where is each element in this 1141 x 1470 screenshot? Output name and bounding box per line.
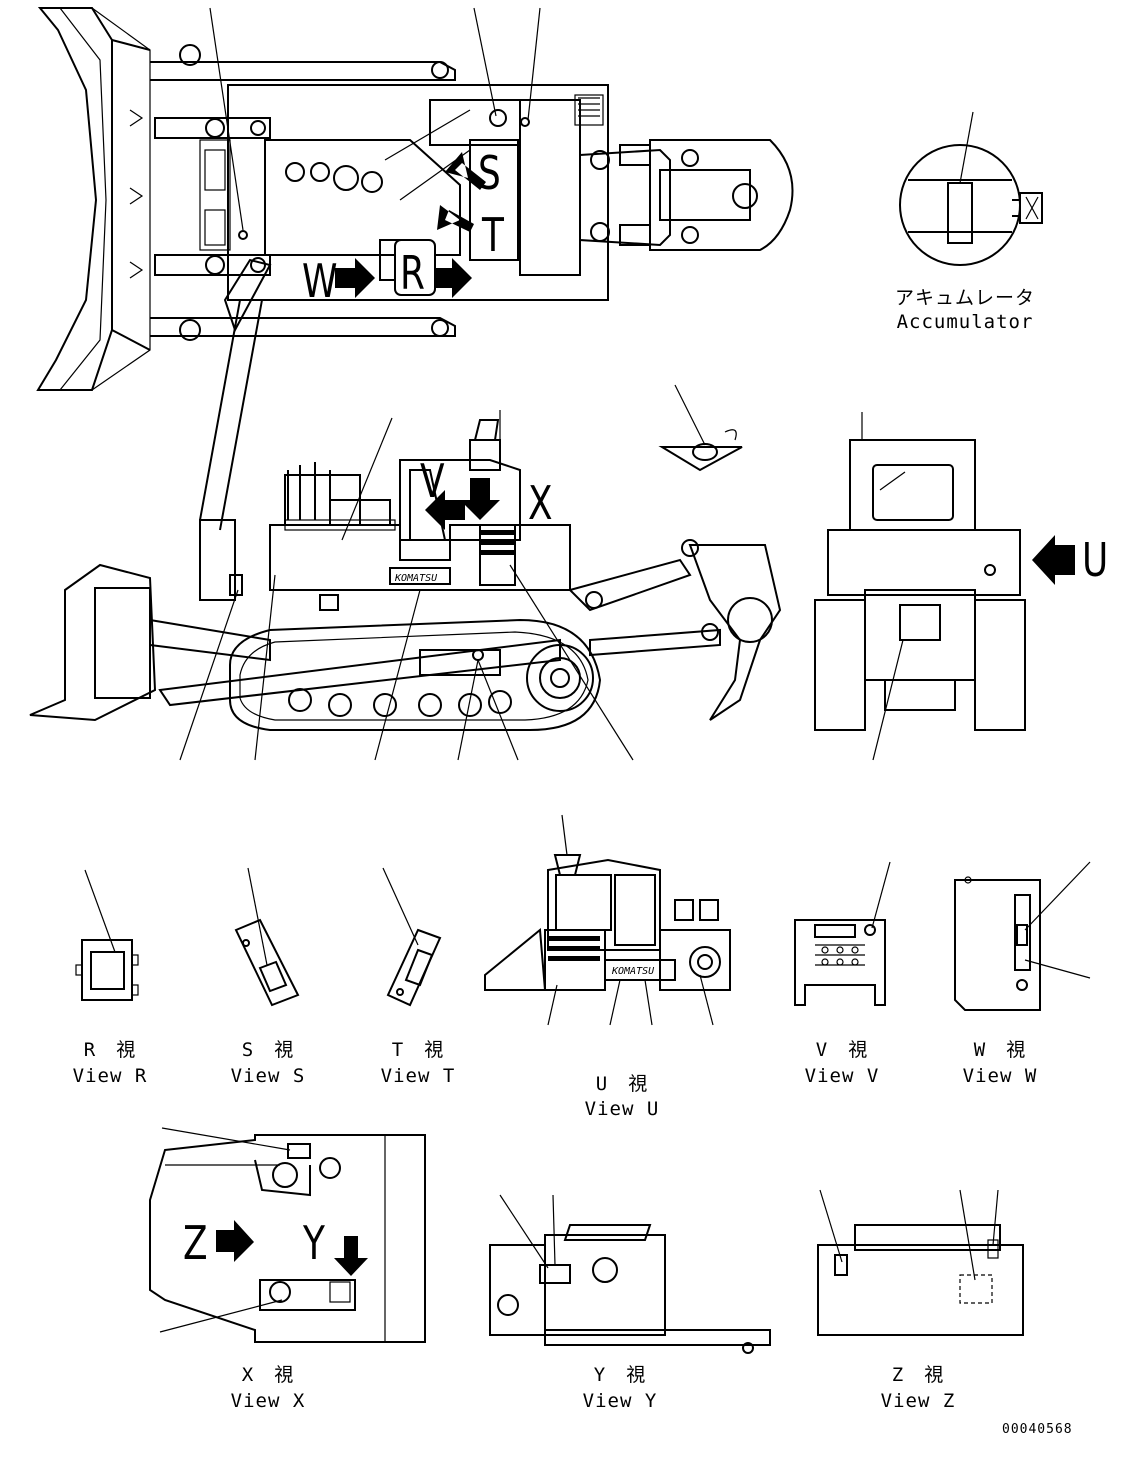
view-y-caption-jp: Y 視 (593, 1364, 647, 1386)
view-s-caption-en: View S (230, 1065, 306, 1087)
view-x-caption-jp: X 視 (241, 1364, 295, 1386)
view-letter-v: V (420, 454, 445, 508)
side-view-dozer: KOMATSU (29, 258, 1075, 761)
view-z-caption-en: View Z (880, 1390, 956, 1412)
view-s-caption-jp: S 視 (241, 1039, 295, 1061)
view-t-detail (382, 867, 442, 1007)
accumulator-detail (899, 111, 1043, 266)
accumulator-label-en: Accumulator (896, 311, 1034, 333)
view-letter-t: T (482, 208, 504, 262)
view-letter-u: U (1082, 533, 1109, 587)
view-letter-y: Y (303, 1216, 325, 1270)
view-letter-z: Z (183, 1216, 208, 1270)
view-w-detail (954, 861, 1091, 1011)
view-u-caption-en: View U (584, 1098, 660, 1120)
view-z-detail (817, 1189, 1024, 1336)
view-y-caption-en: View Y (582, 1390, 658, 1412)
view-r-detail (75, 869, 139, 1001)
brand-plate-text-u: KOMATSU (611, 966, 655, 977)
view-t-caption-jp: T 視 (391, 1039, 445, 1061)
top-view-dozer (36, 7, 794, 391)
view-v-caption-en: View V (804, 1065, 880, 1087)
view-letter-x: X (528, 476, 553, 530)
view-letter-s: S (478, 146, 501, 200)
view-z-caption-jp: Z 視 (891, 1364, 945, 1386)
drawing-number: 00040568 (1002, 1422, 1073, 1437)
view-r-caption-en: View R (72, 1065, 148, 1087)
view-w-caption-jp: W 視 (973, 1039, 1027, 1061)
view-t-caption-en: View T (380, 1065, 456, 1087)
view-u-detail: KOMATSU (484, 814, 731, 1026)
accumulator-label-jp: アキュムレータ (894, 287, 1035, 309)
brand-plate-text: KOMATSU (394, 573, 438, 584)
view-letter-r: R (400, 246, 425, 300)
rear-view-dozer (814, 412, 1026, 761)
view-s-detail (234, 867, 300, 1007)
view-x-detail (149, 1127, 426, 1343)
view-w-caption-en: View W (962, 1065, 1038, 1087)
view-letter-w: W (302, 254, 338, 308)
view-v-caption-jp: V 視 (815, 1039, 869, 1061)
view-r-caption-jp: R 視 (83, 1039, 137, 1061)
view-y-detail (489, 1194, 771, 1354)
view-u-caption-jp: U 視 (595, 1073, 649, 1095)
view-v-detail (794, 861, 891, 1006)
view-x-caption-en: View X (230, 1390, 306, 1412)
